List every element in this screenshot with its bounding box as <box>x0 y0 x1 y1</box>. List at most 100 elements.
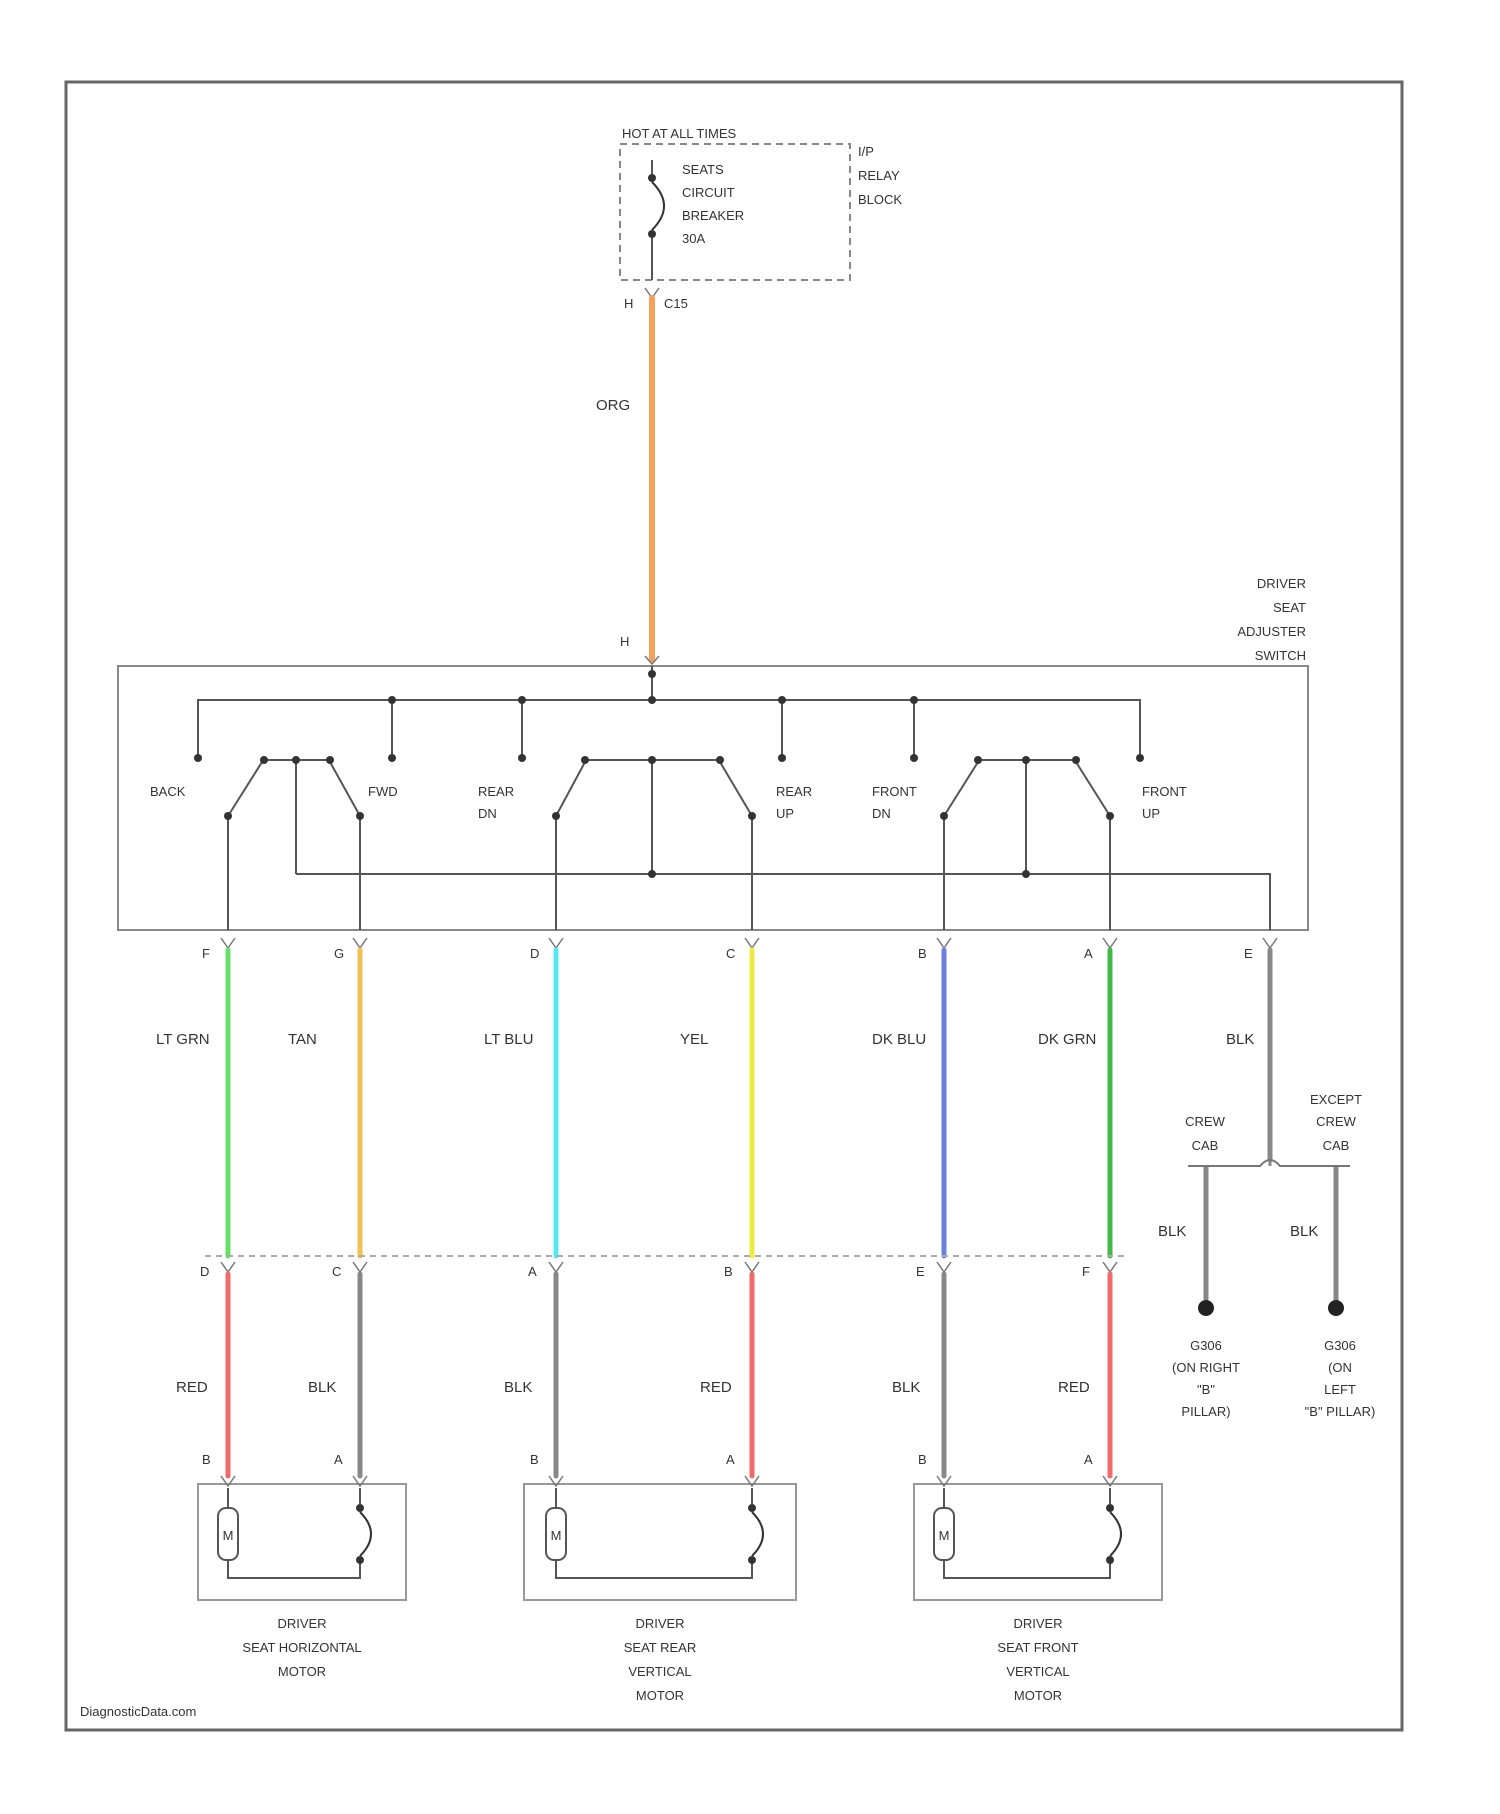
switch-output-terminal <box>1263 938 1277 948</box>
switch-label-2: SEAT <box>1273 600 1306 615</box>
circuit-breaker-symbol <box>648 160 664 280</box>
switch-output-pin-label: C <box>726 946 735 961</box>
relay-block-label-3: BLOCK <box>858 192 902 207</box>
motor-return-lead <box>556 1560 752 1578</box>
switch-label-3: ADJUSTER <box>1237 624 1306 639</box>
motor-name-label: DRIVER <box>635 1616 684 1631</box>
connector-terminal <box>1103 1262 1117 1272</box>
motor-circuit-breaker <box>360 1512 371 1556</box>
switch-output-pin-label: F <box>202 946 210 961</box>
upper-wire-label: DK GRN <box>1038 1031 1096 1048</box>
motor-name-label: DRIVER <box>1013 1616 1062 1631</box>
ground-left-label-4: "B" PILLAR) <box>1305 1404 1376 1419</box>
switch-output-pin-label: A <box>1084 946 1093 961</box>
relay-connector-label: C15 <box>664 296 688 311</box>
connector-pin-label: F <box>1082 1264 1090 1279</box>
motor-circuit-breaker <box>752 1512 763 1556</box>
ground-left-label-2: (ON <box>1328 1360 1352 1375</box>
motor-symbol-letter: M <box>939 1528 950 1543</box>
motor-name-label: DRIVER <box>277 1616 326 1631</box>
relay-block-label-1: I/P <box>858 144 874 159</box>
lower-wire-label: RED <box>700 1379 732 1396</box>
ground-right-label-1: G306 <box>1190 1338 1222 1353</box>
breaker-contact <box>1106 1556 1114 1564</box>
switch-internal-wiring <box>198 666 1270 930</box>
pos-rear-up-label-2: UP <box>776 806 794 821</box>
breaker-contact <box>1106 1504 1114 1512</box>
connector-terminal <box>221 1262 235 1272</box>
connector-terminal <box>745 1262 759 1272</box>
motor-name-label: MOTOR <box>1014 1688 1062 1703</box>
lower-wire-label: BLK <box>308 1379 336 1396</box>
breaker-label-4: 30A <box>682 231 705 246</box>
ground-left-label-1: G306 <box>1324 1338 1356 1353</box>
pos-fwd-label: FWD <box>368 784 398 799</box>
pos-front-dn-label-1: FRONT <box>872 784 917 799</box>
switch-output-pin-label: B <box>918 946 927 961</box>
except-crew-cab-wire-label: BLK <box>1290 1223 1318 1240</box>
switch-input-pin: H <box>620 634 629 649</box>
crew-cab-wire-label: BLK <box>1158 1223 1186 1240</box>
lower-wire-label: BLK <box>892 1379 920 1396</box>
upper-wire-label: LT GRN <box>156 1031 210 1048</box>
upper-wire-label: YEL <box>680 1031 708 1048</box>
diagram-frame <box>66 82 1402 1730</box>
connector-pin-label: C <box>332 1264 341 1279</box>
switch-output-terminal <box>745 938 759 948</box>
relay-pin-label: H <box>624 296 633 311</box>
motor-name-label: MOTOR <box>636 1688 684 1703</box>
ground-right-label-4: PILLAR) <box>1181 1404 1230 1419</box>
pos-front-up-label-1: FRONT <box>1142 784 1187 799</box>
connector-pin-label: B <box>724 1264 733 1279</box>
motor-symbol-letter: M <box>223 1528 234 1543</box>
lower-wire-label: RED <box>176 1379 208 1396</box>
switch-label-4: SWITCH <box>1255 648 1306 663</box>
motor-pin-label: A <box>726 1452 735 1467</box>
pos-rear-dn-label-1: REAR <box>478 784 514 799</box>
motor-housing <box>914 1484 1162 1600</box>
hot-at-all-times-label: HOT AT ALL TIMES <box>622 126 736 141</box>
breaker-contact <box>748 1556 756 1564</box>
connector-terminal <box>937 1262 951 1272</box>
connector-terminal <box>549 1262 563 1272</box>
ground-left-label-3: LEFT <box>1324 1382 1356 1397</box>
motor-circuit-breaker <box>1110 1512 1121 1556</box>
motor-return-lead <box>944 1560 1110 1578</box>
motor-return-lead <box>228 1560 360 1578</box>
breaker-contact <box>356 1504 364 1512</box>
motor-pin-label: A <box>1084 1452 1093 1467</box>
motor-housing <box>524 1484 796 1600</box>
ground-g306-right <box>1198 1300 1214 1316</box>
motor-name-label: SEAT REAR <box>624 1640 696 1655</box>
except-crew-cab-label-3: CAB <box>1323 1138 1350 1153</box>
lower-wire-label: RED <box>1058 1379 1090 1396</box>
crew-cab-label-2: CAB <box>1192 1138 1219 1153</box>
switch-output-terminal <box>221 938 235 948</box>
switch-output-terminal <box>937 938 951 948</box>
crew-cab-label-1: CREW <box>1185 1114 1225 1129</box>
switch-output-pin-label: G <box>334 946 344 961</box>
pos-front-up-label-2: UP <box>1142 806 1160 821</box>
upper-wire-label: DK BLU <box>872 1031 926 1048</box>
motor-pin-label: A <box>334 1452 343 1467</box>
ground-right-label-2: (ON RIGHT <box>1172 1360 1240 1375</box>
motor-name-label: VERTICAL <box>628 1664 691 1679</box>
motor-pin-label: B <box>202 1452 211 1467</box>
motor-pin-label: B <box>918 1452 927 1467</box>
relay-block-label-2: RELAY <box>858 168 900 183</box>
pos-rear-up-label-1: REAR <box>776 784 812 799</box>
motor-pin-label: B <box>530 1452 539 1467</box>
upper-wire-label: LT BLU <box>484 1031 533 1048</box>
footer-watermark: DiagnosticData.com <box>80 1704 196 1719</box>
breaker-contact <box>356 1556 364 1564</box>
connector-terminal <box>353 1262 367 1272</box>
switch-output-terminal <box>353 938 367 948</box>
pos-front-dn-label-2: DN <box>872 806 891 821</box>
pos-rear-dn-label-2: DN <box>478 806 497 821</box>
ground-right-label-3: "B" <box>1197 1382 1215 1397</box>
breaker-label-2: CIRCUIT <box>682 185 735 200</box>
